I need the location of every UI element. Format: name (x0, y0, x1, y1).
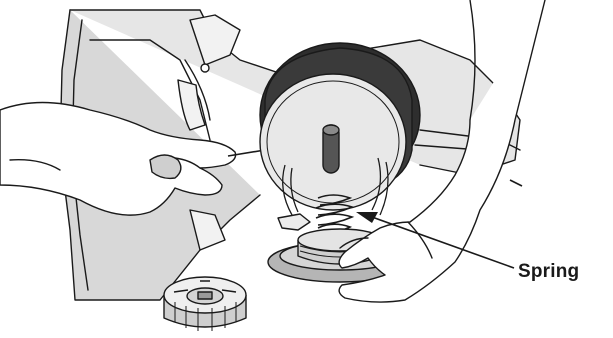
bump-knob (164, 277, 246, 331)
line-end-right (510, 180, 522, 186)
spool-cover (260, 43, 420, 210)
spring-callout-label: Spring (518, 261, 579, 283)
